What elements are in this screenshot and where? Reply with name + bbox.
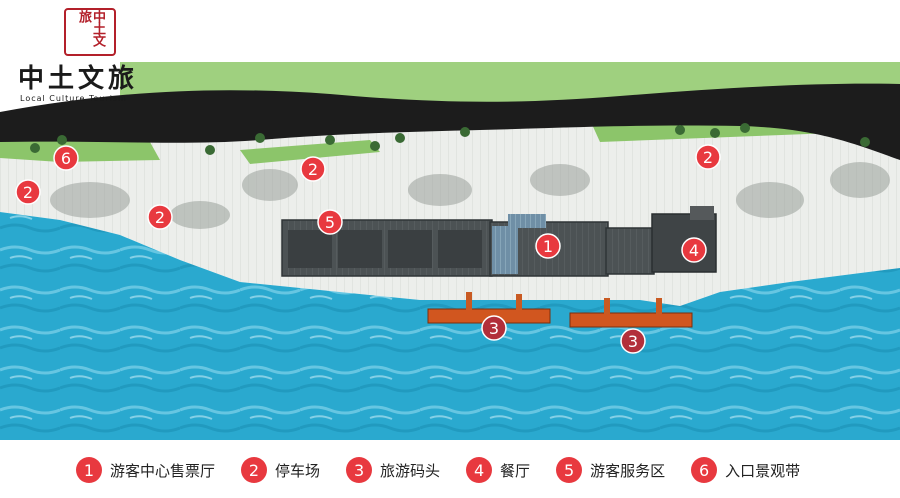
- map-marker-parking-2a[interactable]: 2: [15, 179, 41, 205]
- legend-number-badge: 3: [346, 457, 373, 483]
- marker-number: 5: [325, 213, 335, 232]
- map-markers: 6 2 2 2 2 5 1 4: [15, 144, 721, 354]
- marker-number: 3: [489, 319, 499, 338]
- map-marker-visitor-center-1[interactable]: 1: [535, 233, 561, 259]
- legend-label: 餐厅: [500, 461, 531, 480]
- legend-number-badge: 6: [691, 457, 718, 483]
- legend-item-restaurant: 4 餐厅: [466, 457, 530, 483]
- legend-label: 入口景观带: [725, 461, 801, 480]
- brand-name-en: Local Culture Tourism: [20, 94, 127, 103]
- legend-item-pier: 3 旅游码头: [346, 457, 440, 483]
- seal-text: 中土文旅: [76, 10, 105, 46]
- brand-logo: 中土文旅 中土文旅 Local Culture Tourism: [14, 8, 144, 103]
- brand-name-cn: 中土文旅: [18, 64, 139, 94]
- map-marker-parking-2b[interactable]: 2: [147, 204, 173, 230]
- legend-number-badge: 5: [556, 457, 583, 483]
- grass-strip-left: [0, 140, 160, 162]
- legend-item-parking: 2 停车场: [241, 457, 320, 483]
- legend-label: 游客服务区: [590, 461, 666, 480]
- legend-item-entrance: 6 入口景观带: [691, 457, 800, 483]
- map-marker-service-5[interactable]: 5: [317, 209, 343, 235]
- marker-number: 2: [23, 183, 33, 202]
- brand-seal-icon: 中土文旅: [64, 8, 116, 56]
- legend-number-badge: 1: [76, 457, 102, 483]
- legend-item-service-area: 5 游客服务区: [556, 457, 665, 483]
- road: [0, 83, 900, 160]
- grass-strip-mid: [240, 140, 380, 164]
- legend-number-badge: 4: [466, 457, 493, 483]
- river: [0, 212, 900, 440]
- legend-number-badge: 2: [241, 457, 268, 483]
- map-marker-restaurant-4[interactable]: 4: [681, 237, 707, 263]
- legend-label: 停车场: [275, 461, 321, 480]
- marker-number: 2: [703, 148, 713, 167]
- marker-number: 6: [61, 149, 71, 168]
- legend-label: 游客中心售票厅: [110, 461, 216, 480]
- legend-label: 旅游码头: [380, 461, 441, 480]
- map-marker-parking-2c[interactable]: 2: [300, 156, 326, 182]
- marker-number: 3: [628, 332, 638, 351]
- visitor-center-building: [281, 206, 717, 277]
- legend-item-visitor-center: 1 游客中心售票厅: [76, 457, 215, 483]
- map-marker-pier-3a[interactable]: 3: [481, 315, 507, 341]
- map-marker-pier-3b[interactable]: 3: [620, 328, 646, 354]
- marker-number: 2: [308, 160, 318, 179]
- marker-number: 4: [689, 241, 699, 260]
- map-marker-parking-2d[interactable]: 2: [695, 144, 721, 170]
- tourist-piers: [427, 292, 693, 328]
- marker-number: 1: [543, 237, 553, 256]
- site-plan-map: 6 2 2 2 2 5 1 4: [0, 62, 900, 440]
- tree-shadows: [50, 162, 890, 229]
- marker-number: 2: [155, 208, 165, 227]
- trees: [30, 123, 870, 155]
- map-marker-entrance-6[interactable]: 6: [53, 145, 79, 171]
- map-legend: 1 游客中心售票厅 2 停车场 3 旅游码头 4 餐厅 5 游客服务区 6 入口…: [76, 452, 800, 488]
